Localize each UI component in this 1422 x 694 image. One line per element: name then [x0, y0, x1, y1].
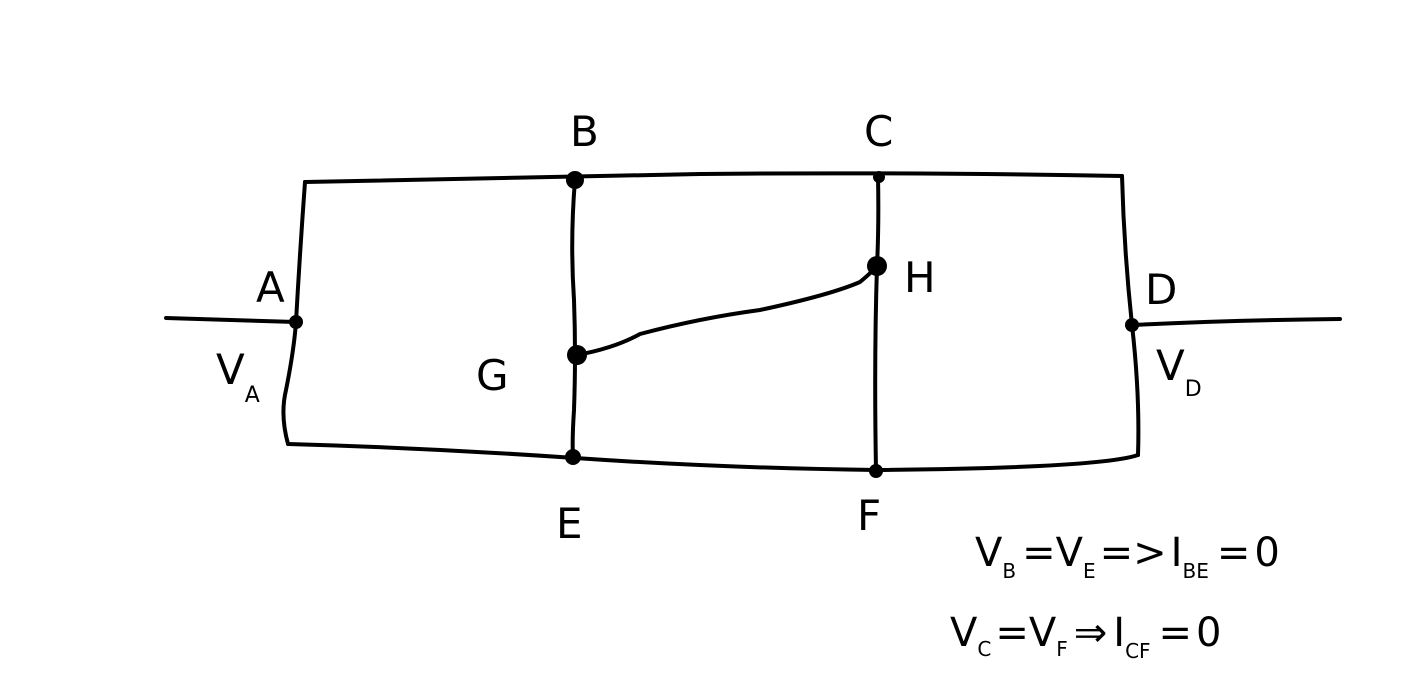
node-dot-e: [565, 449, 581, 465]
eq2-value: 0: [1196, 610, 1221, 656]
node-label-e: E: [556, 499, 583, 548]
eq1-rhs-main: V: [1056, 530, 1084, 576]
eq2-current-main: I: [1113, 610, 1125, 656]
wire-branch-cf: [873, 174, 881, 472]
eq2-rhs-sub: F: [1056, 637, 1068, 661]
node-dot-a: [289, 315, 303, 329]
node-dot-h: [867, 256, 887, 276]
eq1-arrow: =>: [1100, 530, 1167, 576]
wire-output-lead: [1130, 317, 1342, 327]
node-dot-d: [1125, 318, 1139, 332]
eq1-rhs-sub: E: [1083, 559, 1096, 583]
equation-1: VB=VE=>IBE=0: [975, 530, 1280, 583]
wire-left-side: [281, 180, 307, 446]
node-dot-f: [869, 464, 883, 478]
node-label-h: H: [904, 253, 936, 302]
wire-branch-be: [570, 178, 577, 460]
node-label-c: C: [864, 107, 893, 156]
node-dot-g: [567, 345, 587, 365]
node-label-d: D: [1145, 265, 1177, 314]
eq2-current-sub: CF: [1125, 639, 1150, 663]
eq1-lhs-main: V: [975, 530, 1003, 576]
node-dot-b: [566, 171, 584, 189]
wire-input-lead: [164, 316, 298, 324]
node-dot-c: [873, 171, 885, 183]
node-label-g: G: [476, 351, 509, 400]
eq2-lhs-sub: C: [977, 637, 991, 661]
eq1-equals-2: =: [1217, 530, 1251, 576]
voltage-left-main: V: [216, 345, 245, 394]
wire-branch-gh: [575, 264, 879, 357]
eq2-lhs-main: V: [950, 610, 978, 656]
eq2-equals-1: =: [995, 610, 1029, 656]
wire-top: [303, 171, 1124, 184]
eq1-lhs-sub: B: [1002, 559, 1016, 583]
voltage-left-sub: A: [245, 383, 260, 408]
eq1-value: 0: [1254, 530, 1279, 576]
node-label-f: F: [857, 491, 881, 540]
voltage-right-main: V: [1156, 341, 1185, 390]
eq1-current-main: I: [1171, 530, 1183, 576]
wire-right-side: [1120, 174, 1141, 457]
equation-2: VC=VF⇒ICF=0: [950, 610, 1222, 663]
voltage-right-sub: D: [1185, 377, 1202, 402]
node-label-b: B: [570, 107, 599, 156]
eq2-arrow: ⇒: [1074, 610, 1108, 656]
voltage-label-right: VD: [1156, 341, 1202, 402]
wire-bottom: [286, 442, 1140, 472]
eq2-equals-2: =: [1159, 610, 1193, 656]
voltage-label-left: VA: [216, 345, 260, 408]
eq1-current-sub: BE: [1182, 559, 1208, 583]
eq1-equals-1: =: [1022, 530, 1056, 576]
eq2-rhs-main: V: [1029, 610, 1057, 656]
node-label-a: A: [256, 263, 285, 312]
